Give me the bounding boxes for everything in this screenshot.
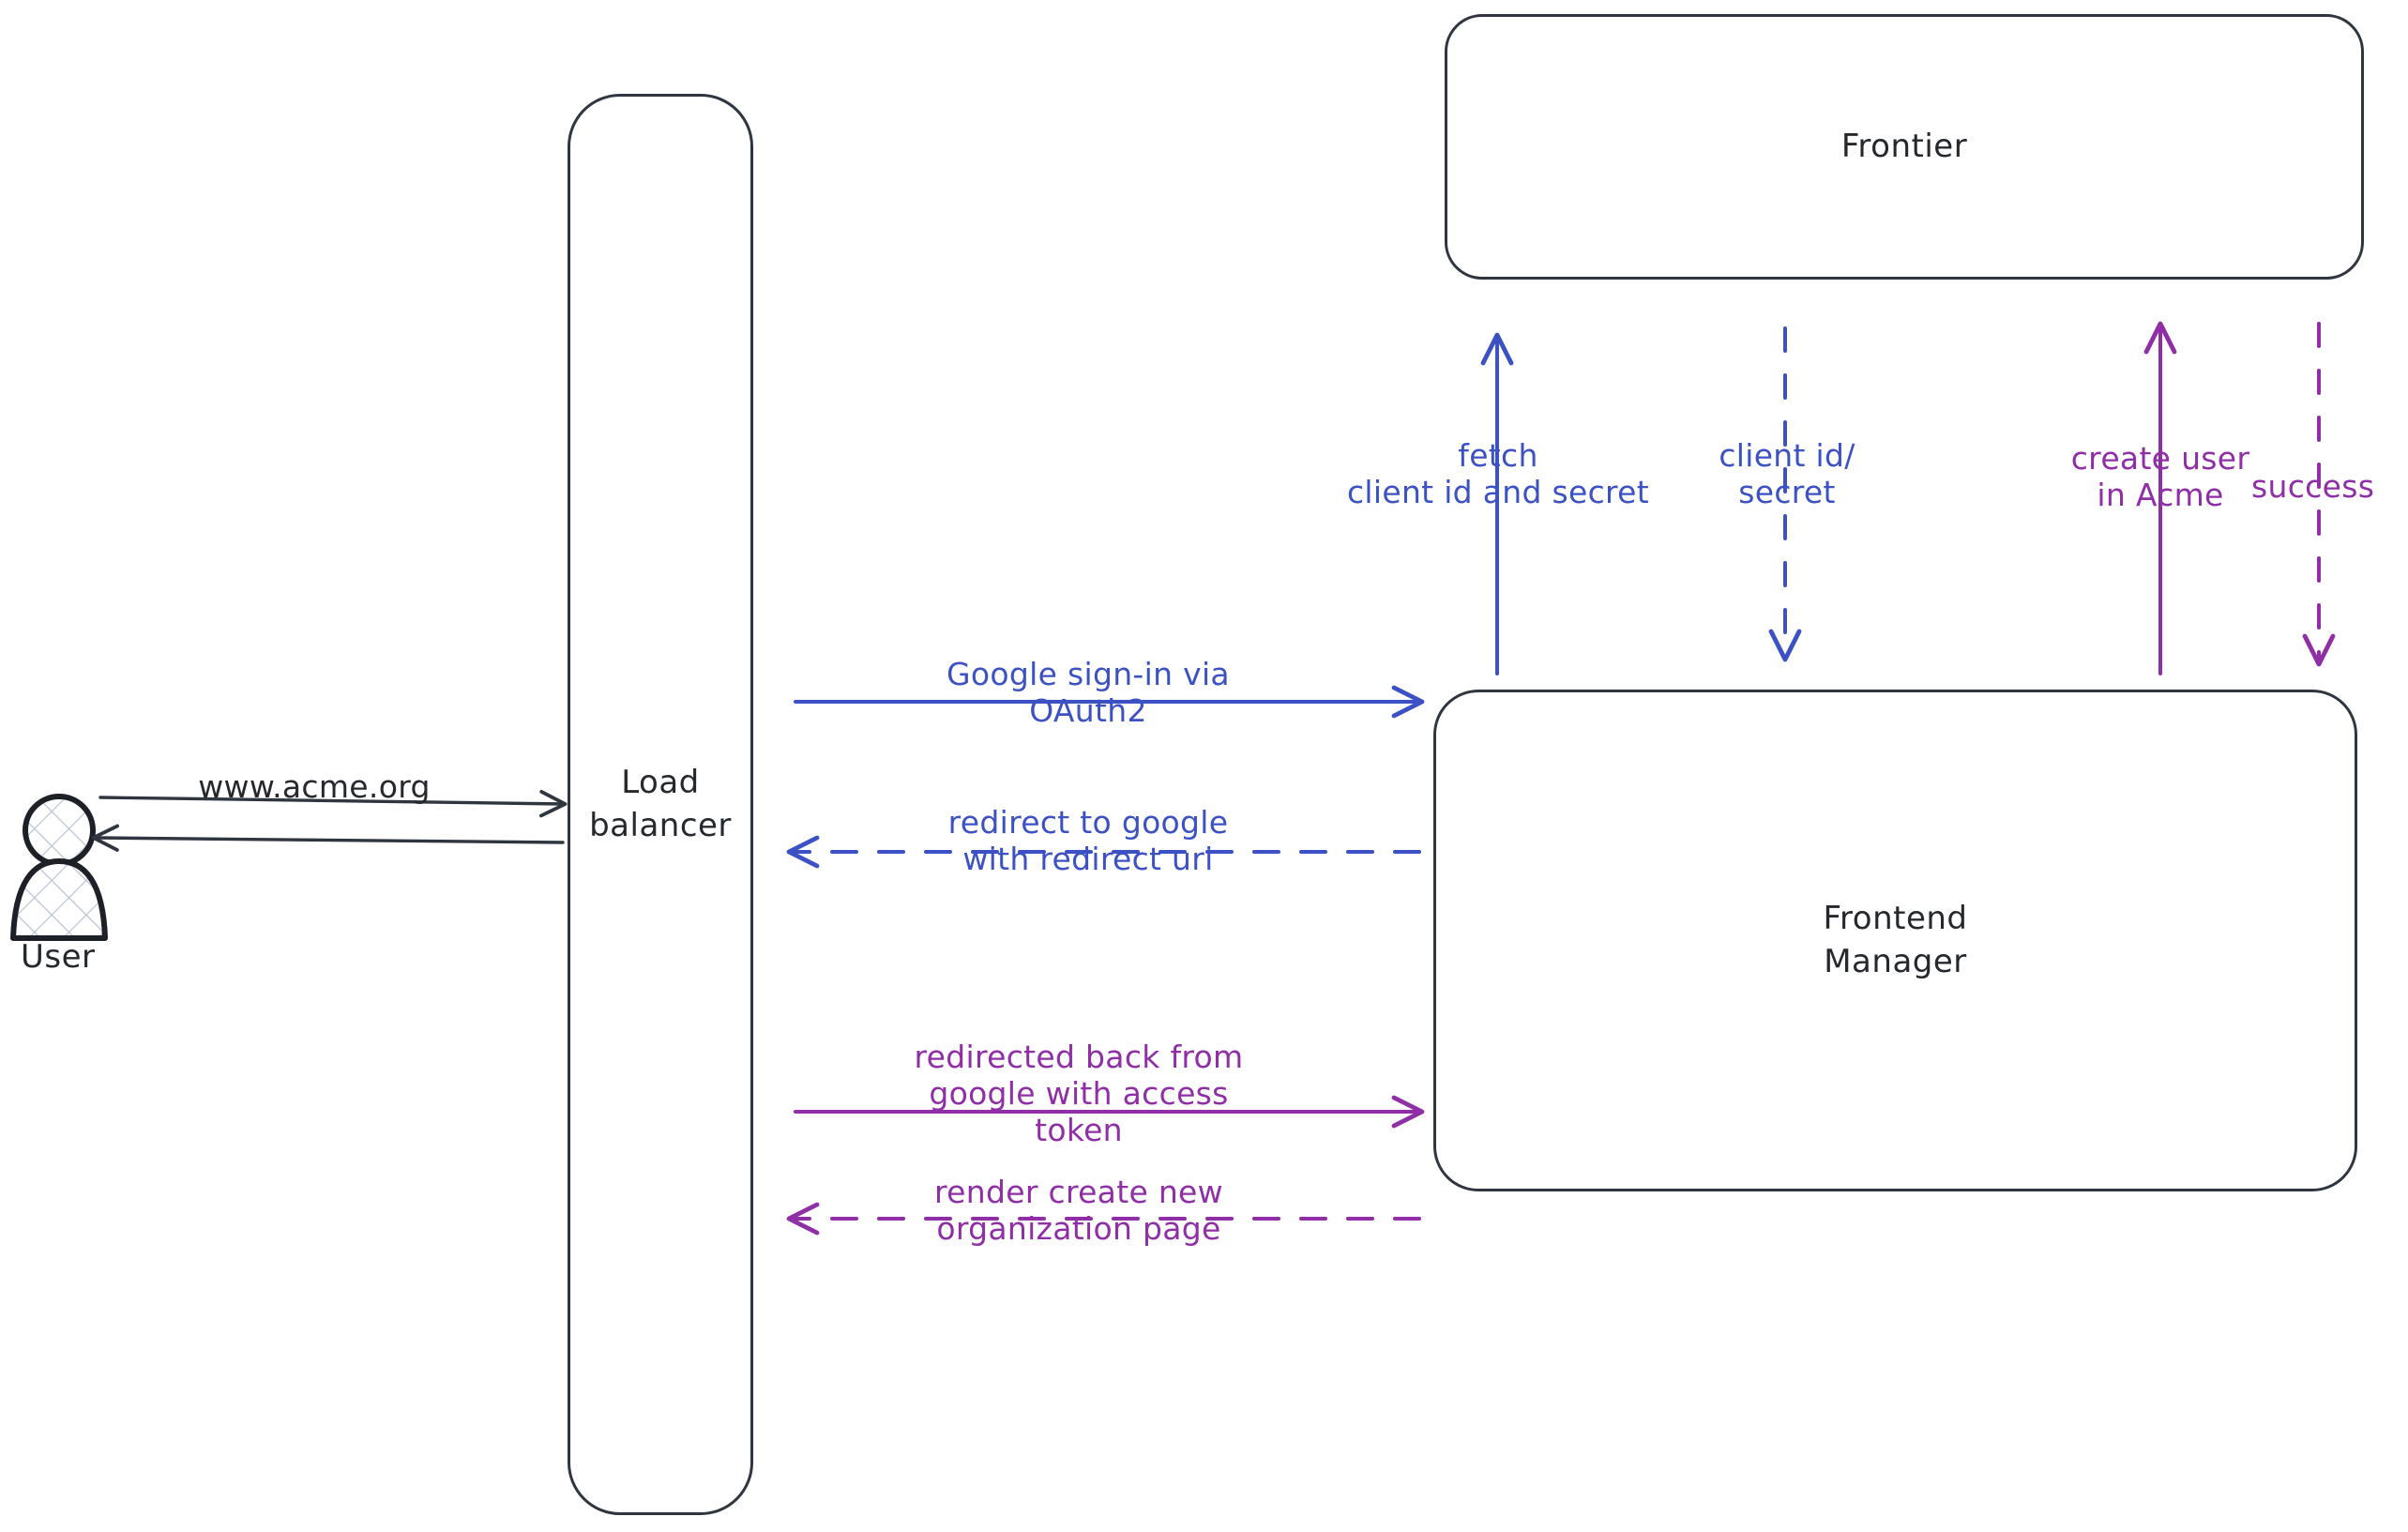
node-frontend-manager-label: Frontend Manager <box>1823 899 1968 980</box>
node-frontier[interactable]: Frontier <box>1445 14 2364 280</box>
node-load-balancer[interactable]: Load balancer <box>568 94 753 1515</box>
node-frontend-manager[interactable]: Frontend Manager <box>1433 690 2357 1191</box>
node-frontier-label: Frontier <box>1840 127 1968 165</box>
person-icon <box>10 794 108 941</box>
node-load-balancer-label: Load balancer <box>589 763 732 844</box>
actor-user-label: User <box>21 938 96 976</box>
edge-user-to-lb <box>98 790 568 818</box>
edge-lb-to-user <box>91 824 565 852</box>
